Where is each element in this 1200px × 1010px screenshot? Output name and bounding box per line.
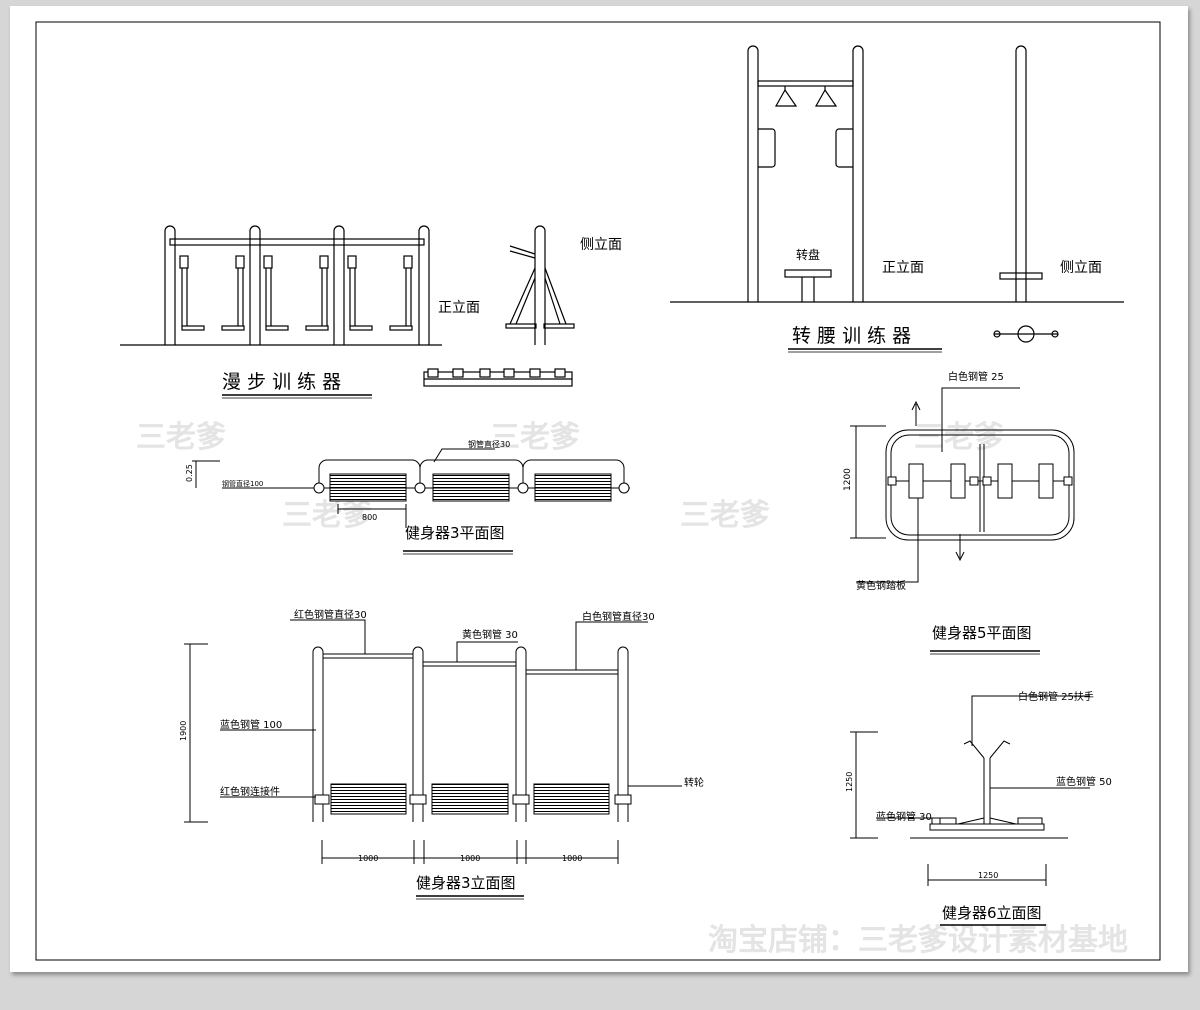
eq6-elev-note-blue30: 蓝色钢管 30	[876, 810, 932, 823]
eq6-elev-note-handle: 白色钢管 25扶手	[1018, 690, 1094, 703]
eq3-plan	[192, 448, 630, 555]
eq3-elev-note-blue-pipe: 蓝色钢管 100	[220, 718, 282, 731]
eq6-elev-title: 健身器6立面图	[942, 904, 1042, 922]
waist-front-label: 正立面	[882, 260, 924, 276]
cad-drawing: 三老爹 三老爹 三老爹 三老爹 三老爹 淘宝店铺：三老爹设计素材基地	[35, 21, 1161, 961]
eq5-plan-dim-height: 1200	[843, 468, 853, 491]
eq6-elevation	[850, 695, 1090, 926]
eq3-plan-dim-height: 0.25	[185, 464, 194, 482]
drawing-frame	[35, 21, 1161, 961]
walker-side-label: 侧立面	[580, 237, 622, 253]
eq3-elev-dim-height: 1900	[179, 721, 188, 741]
eq3-plan-title: 健身器3平面图	[405, 524, 505, 542]
eq3-elev-title: 健身器3立面图	[416, 874, 516, 892]
eq3-elev-note-red-conn: 红色钢连接件	[220, 785, 280, 798]
eq3-plan-note-top: 钢管直径30	[468, 439, 510, 449]
eq3-plan-note-left: 钢管直径100	[222, 479, 263, 488]
eq5-plan-title: 健身器5平面图	[932, 624, 1032, 642]
watermark-1: 三老爹	[136, 420, 226, 455]
watermark-5: 三老爹	[914, 420, 1004, 455]
walker-trainer	[120, 225, 575, 399]
eq3-elev-dim-w2: 1000	[460, 854, 480, 863]
eq3-elev-dim-w3: 1000	[562, 854, 582, 863]
eq6-elev-dim-width: 1250	[978, 871, 998, 880]
eq5-plan-note-top: 白色钢管 25	[948, 370, 1004, 383]
watermark-4: 三老爹	[680, 498, 770, 533]
eq6-elev-note-blue50: 蓝色钢管 50	[1056, 775, 1112, 788]
waist-title: 转 腰 训 练 器	[792, 325, 911, 347]
eq3-elevation	[184, 619, 682, 900]
eq3-plan-dim-width: 800	[362, 513, 377, 522]
eq3-elev-note-yellow-pipe: 黄色钢管 30	[462, 628, 518, 641]
eq3-elev-note-wheel: 转轮	[684, 776, 704, 789]
watermarks: 三老爹 三老爹 三老爹 三老爹 三老爹 淘宝店铺：三老爹设计素材基地	[136, 420, 1128, 958]
shop-watermark: 淘宝店铺：三老爹设计素材基地	[708, 923, 1128, 958]
eq6-elev-dim-height: 1250	[845, 772, 854, 792]
eq5-plan-note-bottom: 黄色钢踏板	[856, 579, 906, 592]
watermark-2: 三老爹	[490, 420, 580, 455]
eq3-elev-note-red-pipe: 红色钢管直径30	[294, 608, 367, 621]
waist-trainer	[670, 45, 1124, 353]
eq3-elev-dim-w1: 1000	[358, 854, 378, 863]
eq3-elev-note-white-pipe: 白色钢管直径30	[582, 610, 655, 623]
drawing-sheet: 三老爹 三老爹 三老爹 三老爹 三老爹 淘宝店铺：三老爹设计素材基地	[10, 6, 1188, 972]
eq5-plan	[850, 387, 1075, 655]
waist-side-label: 侧立面	[1060, 260, 1102, 276]
walker-front-label: 正立面	[438, 300, 480, 316]
walker-title: 漫 步 训 练 器	[222, 371, 341, 393]
watermark-3: 三老爹	[282, 498, 372, 533]
waist-turntable-label: 转盘	[796, 247, 820, 262]
